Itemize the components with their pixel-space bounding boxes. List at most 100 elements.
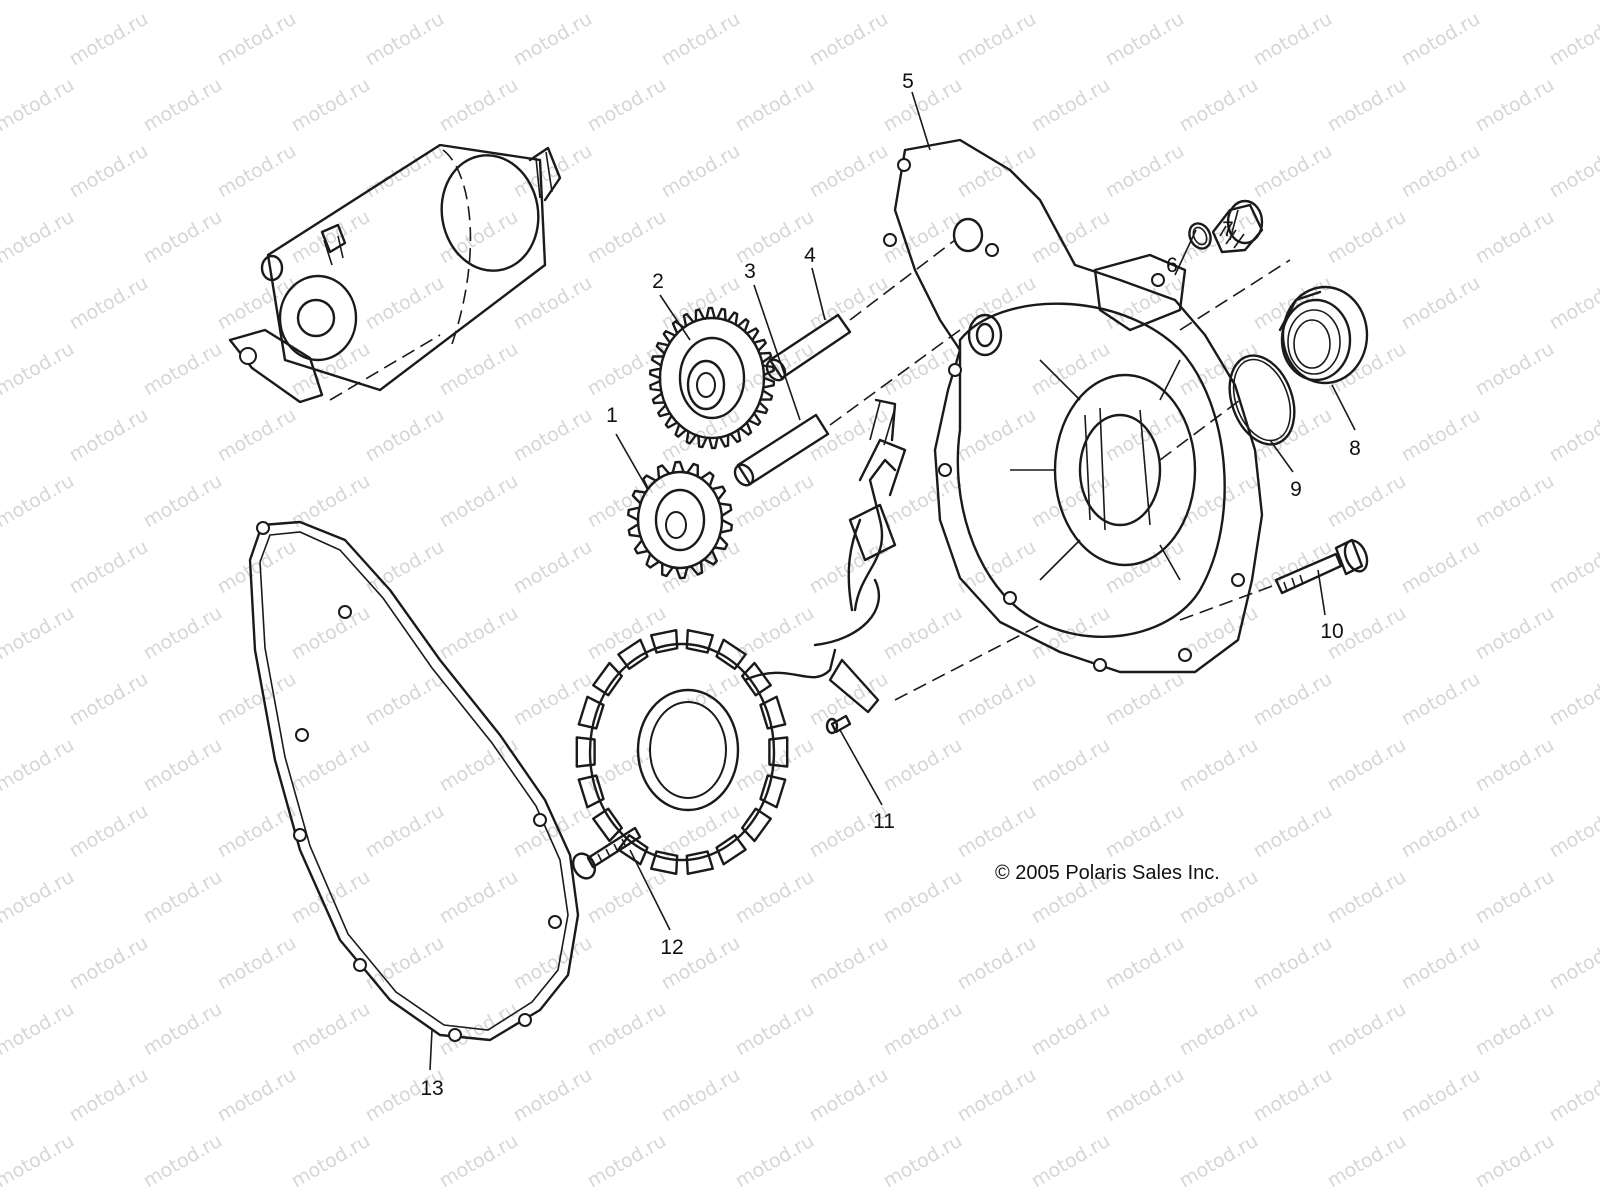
- watermark-text: motod.ru: [510, 1064, 596, 1127]
- watermark-text: motod.ru: [66, 1064, 152, 1127]
- watermark-text: motod.ru: [1546, 1196, 1600, 1200]
- watermark-text: motod.ru: [954, 536, 1040, 599]
- stator-pole: [715, 834, 747, 866]
- watermark-text: motod.ru: [880, 470, 966, 533]
- stator-icon: [575, 398, 907, 875]
- watermark-text: motod.ru: [1472, 74, 1558, 137]
- watermark-text: motod.ru: [954, 1064, 1040, 1127]
- watermark-text: motod.ru: [1250, 8, 1336, 71]
- watermark-text: motod.ru: [806, 932, 892, 995]
- watermark-text: motod.ru: [1102, 932, 1188, 995]
- bolt-icon: [1274, 538, 1369, 595]
- watermark-text: motod.ru: [658, 1064, 744, 1127]
- o-ring-icon: [1228, 354, 1296, 446]
- watermark-text: motod.ru: [140, 866, 226, 929]
- watermark-text: motod.ru: [880, 602, 966, 665]
- watermark-text: motod.ru: [1398, 404, 1484, 467]
- watermark-text: motod.ru: [214, 800, 300, 863]
- watermark-text: motod.ru: [214, 8, 300, 71]
- stator-pole: [768, 736, 789, 768]
- watermark-text: motod.ru: [1472, 998, 1558, 1061]
- watermark-text: motod.ru: [658, 140, 744, 203]
- watermark-text: motod.ru: [806, 404, 892, 467]
- watermark-text: motod.ru: [732, 998, 818, 1061]
- watermark-text: motod.ru: [1472, 1130, 1558, 1193]
- watermark-text: motod.ru: [1324, 866, 1410, 929]
- watermark-text: motod.ru: [732, 1130, 818, 1193]
- watermark-text: motod.ru: [0, 206, 78, 269]
- callout-5: 5: [902, 70, 914, 93]
- watermark-text: motod.ru: [1472, 734, 1558, 797]
- watermark-text: motod.ru: [1028, 74, 1114, 137]
- watermark-text: motod.ru: [732, 470, 818, 533]
- watermark-text: motod.ru: [954, 932, 1040, 995]
- stator-pole: [741, 661, 772, 697]
- watermark-text: motod.ru: [1102, 8, 1188, 71]
- watermark-text: motod.ru: [1250, 140, 1336, 203]
- watermark-text: motod.ru: [510, 668, 596, 731]
- watermark-text: motod.ru: [0, 668, 4, 731]
- watermark-text: motod.ru: [436, 0, 522, 4]
- watermark-text: motod.ru: [436, 74, 522, 137]
- watermark-text: motod.ru: [1324, 1130, 1410, 1193]
- watermark-text: motod.ru: [436, 734, 522, 797]
- watermark-text: motod.ru: [954, 1196, 1040, 1200]
- watermark-text: motod.ru: [1324, 998, 1410, 1061]
- watermark-text: motod.ru: [436, 338, 522, 401]
- watermark-text: motod.ru: [510, 1196, 596, 1200]
- watermark-text: motod.ru: [1176, 998, 1262, 1061]
- watermark-text: motod.ru: [66, 404, 152, 467]
- watermark-text: motod.ru: [1398, 932, 1484, 995]
- watermark-text: motod.ru: [510, 932, 596, 995]
- watermark-text: motod.ru: [140, 74, 226, 137]
- watermark-text: motod.ru: [66, 8, 152, 71]
- watermark-text: motod.ru: [66, 272, 152, 335]
- watermark-text: motod.ru: [0, 0, 78, 4]
- watermark-text: motod.ru: [584, 998, 670, 1061]
- watermark-text: motod.ru: [436, 866, 522, 929]
- watermark-text: motod.ru: [1324, 734, 1410, 797]
- watermark-text: motod.ru: [214, 140, 300, 203]
- watermark-text: motod.ru: [954, 272, 1040, 335]
- cap-icon: [1278, 285, 1369, 385]
- stator-pole: [741, 807, 772, 843]
- gasket-icon: [248, 520, 580, 1042]
- watermark-text: motod.ru: [214, 668, 300, 731]
- watermark-text: motod.ru: [584, 866, 670, 929]
- watermark-text: motod.ru: [0, 470, 78, 533]
- watermark-text: motod.ru: [362, 404, 448, 467]
- watermark-text: motod.ru: [0, 1196, 4, 1200]
- watermark-text: motod.ru: [1176, 734, 1262, 797]
- callout-9: 9: [1290, 478, 1302, 501]
- watermark-text: motod.ru: [0, 1130, 78, 1193]
- watermark-text: motod.ru: [1102, 140, 1188, 203]
- watermark-text: motod.ru: [880, 998, 966, 1061]
- watermark-text: motod.ru: [362, 8, 448, 71]
- callout-4: 4: [804, 244, 816, 267]
- watermark-text: motod.ru: [0, 1064, 4, 1127]
- watermark-text: motod.ru: [1028, 734, 1114, 797]
- watermark-text: motod.ru: [1176, 206, 1262, 269]
- watermark-text: motod.ru: [1546, 404, 1600, 467]
- callout-1: 1: [606, 404, 618, 427]
- stator-pole: [577, 695, 605, 730]
- stator-pole: [577, 774, 605, 809]
- callout-6: 6: [1166, 254, 1178, 277]
- callout-10: 10: [1320, 620, 1343, 643]
- watermark-text: motod.ru: [0, 932, 4, 995]
- watermark-text: motod.ru: [510, 8, 596, 71]
- watermark-text: motod.ru: [732, 866, 818, 929]
- watermark-text: motod.ru: [658, 1196, 744, 1200]
- watermark-text: motod.ru: [1028, 0, 1114, 4]
- watermark-text: motod.ru: [1102, 536, 1188, 599]
- watermark-text: motod.ru: [214, 272, 300, 335]
- watermark-text: motod.ru: [0, 998, 78, 1061]
- watermark-text: motod.ru: [0, 800, 4, 863]
- watermark-text: motod.ru: [288, 734, 374, 797]
- watermark-text: motod.ru: [1250, 1064, 1336, 1127]
- stator-pole: [759, 774, 787, 809]
- callout-3: 3: [744, 260, 756, 283]
- watermark-text: motod.ru: [1398, 536, 1484, 599]
- watermark-text: motod.ru: [1472, 866, 1558, 929]
